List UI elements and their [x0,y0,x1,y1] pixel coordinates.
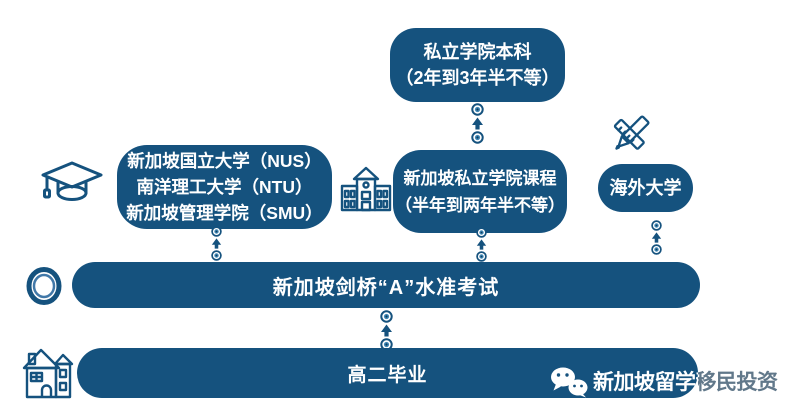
wechat-icon [551,367,588,398]
connector-dot-icon [210,226,222,237]
arrow-up-connector [470,103,484,144]
arrow-up-connector [649,220,663,255]
arrow-up-icon [211,238,221,249]
pencil-ruler-icon [613,115,650,150]
arrow-up-icon [380,324,392,337]
school-building-icon [340,166,392,212]
private-degree-line-1: 私立学院本科 [423,42,532,62]
overseas-university-label: 海外大学 [609,178,682,198]
ring-icon [26,267,62,305]
graduation-cap-icon [41,161,103,201]
public-uni-line-smu: 新加坡管理学院（SMU） [126,203,323,223]
arrow-up-connector [209,226,223,261]
arrow-up-connector [379,310,393,351]
arrow-up-icon [471,117,483,130]
private-college-line-1: 新加坡私立学院课程 [403,168,557,188]
alevel-exam-label: 新加坡剑桥“A”水准考试 [272,276,500,299]
public-uni-line-nus: 新加坡国立大学（NUS） [127,151,322,171]
private-college-box: 新加坡私立学院课程 （半年到两年半不等） [393,150,567,233]
connector-dot-icon [650,220,662,231]
connector-dot-icon [379,310,393,323]
private-degree-box: 私立学院本科 （2年到3年半不等） [390,28,565,102]
grade11-graduation-label: 高二毕业 [347,364,428,386]
arrow-up-icon [476,239,486,250]
public-universities-box: 新加坡国立大学（NUS） 南洋理工大学（NTU） 新加坡管理学院（SMU） [117,145,332,229]
private-degree-line-2: （2年到3年半不等） [395,68,560,88]
connector-dot-icon [475,227,487,238]
alevel-exam-bar: 新加坡剑桥“A”水准考试 [72,262,700,308]
watermark-text-off-bar: 新加坡留学移民投资 [698,366,778,396]
connector-dot-icon [475,251,487,262]
overseas-university-box: 海外大学 [598,164,693,212]
connector-dot-icon [210,250,222,261]
public-uni-line-ntu: 南洋理工大学（NTU） [136,177,313,197]
arrow-up-connector [474,227,488,262]
connector-dot-icon [470,131,484,144]
connector-dot-icon [650,244,662,255]
private-college-line-2: （半年到两年半不等） [395,195,565,215]
connector-dot-icon [470,103,484,116]
arrow-up-icon [651,232,661,243]
house-icon [22,348,74,399]
grade11-graduation-bar: 高二毕业 [77,348,698,398]
